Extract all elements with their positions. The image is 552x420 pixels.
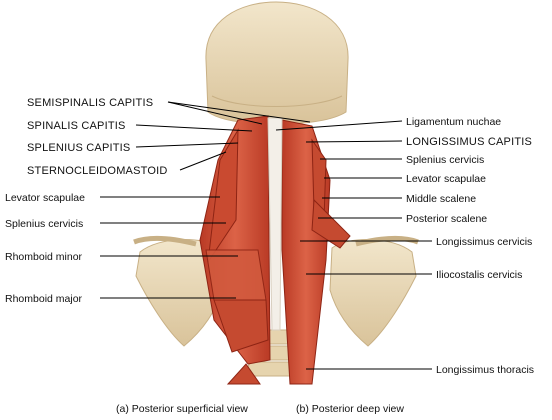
leader-lines-right	[275, 120, 432, 370]
caption-deep-view: (b) Posterior deep view	[296, 403, 404, 415]
superficial-muscles	[199, 115, 271, 385]
label-splenius-cervicis-left: Splenius cervicis	[5, 218, 83, 230]
skull	[205, 1, 349, 125]
caption-superficial-view: (a) Posterior superficial view	[116, 403, 248, 415]
label-middle-scalene: Middle scalene	[406, 193, 476, 205]
right-scapula	[329, 235, 419, 347]
label-levator-scapulae-right: Levator scapulae	[406, 173, 486, 185]
leader-semispinalis-a	[167, 101, 263, 125]
label-splenius-cervicis-right: Splenius cervicis	[406, 154, 484, 166]
label-semispinalis-capitis: SEMISPINALIS CAPITIS	[27, 97, 153, 109]
leader-lines-left	[100, 101, 311, 299]
leader-ligamentum	[275, 120, 403, 131]
left-scapula	[133, 235, 223, 347]
label-splenius-capitis: SPLENIUS CAPITIS	[27, 142, 130, 154]
leader-sternocleidomastoid	[179, 151, 227, 171]
leader-longissimus-capitis	[305, 140, 403, 143]
label-longissimus-capitis: LONGISSIMUS CAPITIS	[406, 136, 532, 148]
label-rhomboid-major: Rhomboid major	[5, 293, 83, 305]
label-longissimus-cervicis: Longissimus cervicis	[436, 236, 532, 248]
label-spinalis-capitis: SPINALIS CAPITIS	[27, 120, 126, 132]
label-posterior-scalene: Posterior scalene	[406, 213, 487, 225]
leader-semispinalis-b	[167, 101, 311, 123]
leader-splenius-capitis	[135, 142, 239, 148]
label-levator-scapulae-left: Levator scapulae	[5, 192, 85, 204]
label-sternocleidomastoid: STERNOCLEIDOMASTOID	[27, 165, 168, 177]
label-longissimus-thoracis: Longissimus thoracis	[436, 364, 534, 376]
label-rhomboid-minor: Rhomboid minor	[5, 251, 83, 263]
ligamentum-nuchae	[267, 117, 283, 331]
label-ligamentum-nuchae: Ligamentum nuchae	[406, 116, 501, 128]
label-iliocostalis-cervicis: Iliocostalis cervicis	[436, 269, 522, 281]
leader-spinalis	[135, 124, 253, 132]
deep-muscles	[281, 119, 351, 385]
